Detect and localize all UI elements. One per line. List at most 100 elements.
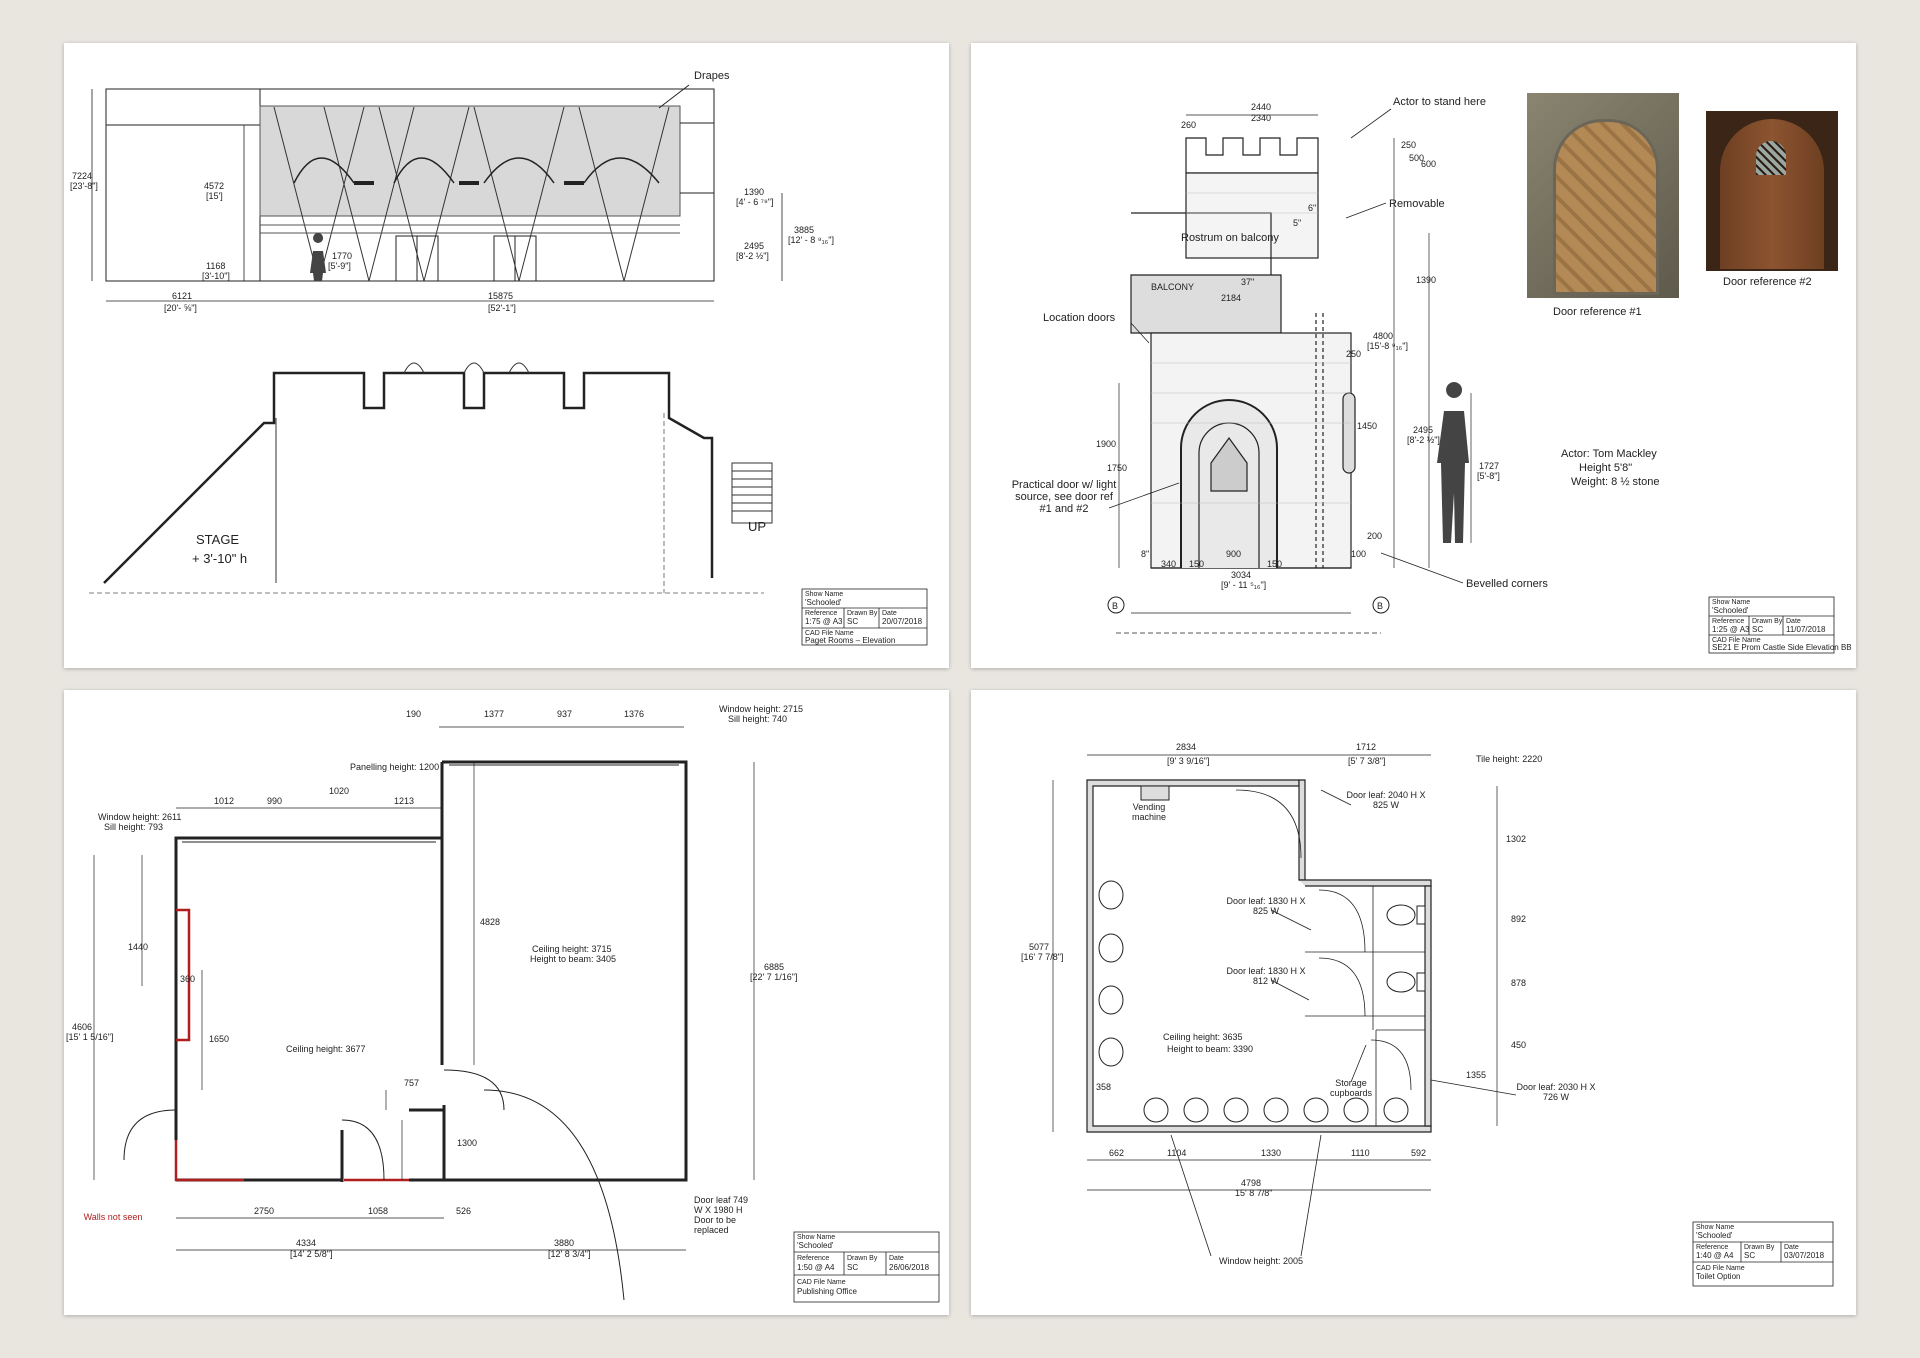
tb-ref: 1:25 @ A3 (1712, 625, 1750, 634)
label-drapes: Drapes (694, 70, 730, 82)
dim-6in: 6" (1308, 203, 1316, 213)
titleblock (793, 1231, 940, 1303)
tb-drawn: SC (847, 617, 858, 626)
dim-1390: 1390 (744, 187, 764, 197)
dim-1450: 1450 (1357, 421, 1377, 431)
dim-250b: 250 (1346, 349, 1361, 359)
walls-not-seen-highlight (176, 908, 191, 1042)
dim-2495-imp: [8'-2 ½"] (736, 251, 769, 261)
ann-door-4: Door leaf: 2030 H X 726 W (1516, 1082, 1596, 1102)
dim-4800: 4800 (1373, 331, 1393, 341)
ann-door-2: Door leaf: 1830 H X 825 W (1226, 896, 1306, 916)
dim-340: 340 (1161, 559, 1176, 569)
dim-450: 450 (1511, 1040, 1526, 1050)
castle-outline (1130, 137, 1356, 569)
tb-drawn-label: Drawn By (847, 610, 878, 617)
ann-door-1: Door leaf: 2040 H X 825 W (1346, 790, 1426, 810)
dim-4334-imp: [14' 2 5/8"] (290, 1249, 332, 1259)
dim-1770: 1770 (332, 251, 352, 261)
tb-drawn: SC (1752, 625, 1763, 634)
castle-elevation-drawing: 2440 2340 260 250 500 600 6" 5" 37" 2184… (1011, 96, 1852, 654)
dim-4606-imp: [15' 1 5/16"] (66, 1032, 113, 1042)
dim-1900: 1900 (1096, 439, 1116, 449)
dim-1168-imp: [3'-10"] (202, 271, 230, 281)
dim-600: 600 (1421, 159, 1436, 169)
ann-ceiling-right-2: Height to beam: 3405 (530, 954, 616, 964)
dim-1110: 1110 (1351, 1148, 1370, 1158)
stairs-icon (731, 462, 773, 524)
ann-sill-left: Sill height: 793 (104, 822, 163, 832)
office-walls (174, 760, 688, 1182)
ann-location-doors: Location doors (1043, 312, 1116, 324)
sheet-publishing-office: 190 1377 937 1376 1012 990 1020 1213 482… (64, 690, 949, 1315)
titleblock (1692, 1221, 1834, 1287)
dim-1012: 1012 (214, 796, 234, 806)
dim-2834-imp: [9' 3 9/16"] (1167, 756, 1209, 766)
tb-show-label: Show Name (1712, 599, 1750, 606)
sheet-castle-side-elevation: 2440 2340 260 250 500 600 6" 5" 37" 2184… (971, 43, 1856, 668)
ann-sill-top: Sill height: 740 (728, 714, 787, 724)
ann-ceiling-1: Ceiling height: 3635 (1163, 1032, 1243, 1042)
dim-3880-imp: [12' 8 3/4"] (548, 1249, 590, 1259)
dim-1650: 1650 (209, 1034, 229, 1044)
ann-door-ref-2: Door reference #2 (1723, 276, 1812, 288)
titleblock (801, 588, 928, 646)
sheet-toilet-option: 2834 [9' 3 9/16"] 1712 [5' 7 3/8"] 1302 … (971, 690, 1856, 1315)
dim-1727-imp: [5'-8"] (1477, 471, 1500, 481)
dim-1727: 1727 (1479, 461, 1499, 471)
dim-1712: 1712 (1356, 742, 1376, 752)
urinal-icons (1143, 1097, 1409, 1123)
dim-592: 592 (1411, 1148, 1426, 1158)
ann-tile: Tile height: 2220 (1476, 754, 1542, 764)
tb-ref-label: Reference (805, 610, 837, 617)
up-label: UP (748, 519, 766, 534)
dim-4606: 4606 (72, 1022, 92, 1032)
ann-storage: Storage cupboards (1329, 1078, 1373, 1098)
dim-1020: 1020 (329, 786, 349, 796)
elevation-drawing: Drapes 7224 [23'-8"] 4572 [15'] 1168 [3'… (70, 70, 928, 646)
dim-7224-imp: [23'-8"] (70, 181, 98, 191)
ann-window-top: Window height: 2715 (719, 704, 803, 714)
ann-actor-height: Height 5'8" (1579, 462, 1632, 474)
dim-360: 360 (180, 974, 195, 984)
dim-4334: 4334 (296, 1238, 316, 1248)
dim-1302: 1302 (1506, 834, 1526, 844)
actor-silhouette-icon (1437, 382, 1469, 543)
dim-1300: 1300 (457, 1138, 477, 1148)
tb-show-name: 'Schooled' (1696, 1231, 1733, 1240)
tb-drawn-label: Drawn By (1752, 618, 1783, 625)
ann-practical-door: Practical door w/ light source, see door… (1011, 479, 1117, 515)
tb-date-label: Date (1784, 1244, 1799, 1251)
tb-cad: Publishing Office (797, 1287, 857, 1296)
ann-window: Window height: 2005 (1219, 1256, 1303, 1266)
dim-150b: 150 (1267, 559, 1282, 569)
door-swing-mid (341, 1119, 385, 1181)
human-silhouette-icon (310, 233, 326, 281)
dim-757: 757 (404, 1078, 419, 1088)
ann-removable: Removable (1389, 198, 1445, 210)
dim-878: 878 (1511, 978, 1526, 988)
dim-2750: 2750 (254, 1206, 274, 1216)
toilet-icons (1386, 904, 1426, 993)
dim-2495: 2495 (744, 241, 764, 251)
ann-panelling: Panelling height: 1200 (350, 762, 439, 772)
dim-4828: 4828 (480, 917, 500, 927)
door-swing-left (123, 1109, 177, 1161)
dim-900: 900 (1226, 549, 1241, 559)
dim-4572-imp: [15'] (206, 191, 223, 201)
door-swing-right (443, 1069, 505, 1111)
dim-4800-imp: [15'-8 ⁹₁₆"] (1367, 341, 1408, 351)
dim-7224: 7224 (72, 171, 92, 181)
dim-15875-imp: [52'-1"] (488, 303, 516, 313)
stage-plan-outline (103, 371, 714, 584)
stage-height-label: + 3'-10" h (192, 551, 247, 566)
tb-date-label: Date (882, 610, 897, 617)
tb-date: 11/07/2018 (1786, 625, 1826, 634)
dim-5in: 5" (1293, 218, 1301, 228)
tb-cad-label: CAD File Name (805, 630, 854, 637)
dim-6121: 6121 (172, 291, 192, 301)
dim-3885: 3885 (794, 225, 814, 235)
vending-machine-icon (1140, 785, 1170, 801)
tb-show-name: 'Schooled' (797, 1241, 834, 1250)
dim-3880: 3880 (554, 1238, 574, 1248)
